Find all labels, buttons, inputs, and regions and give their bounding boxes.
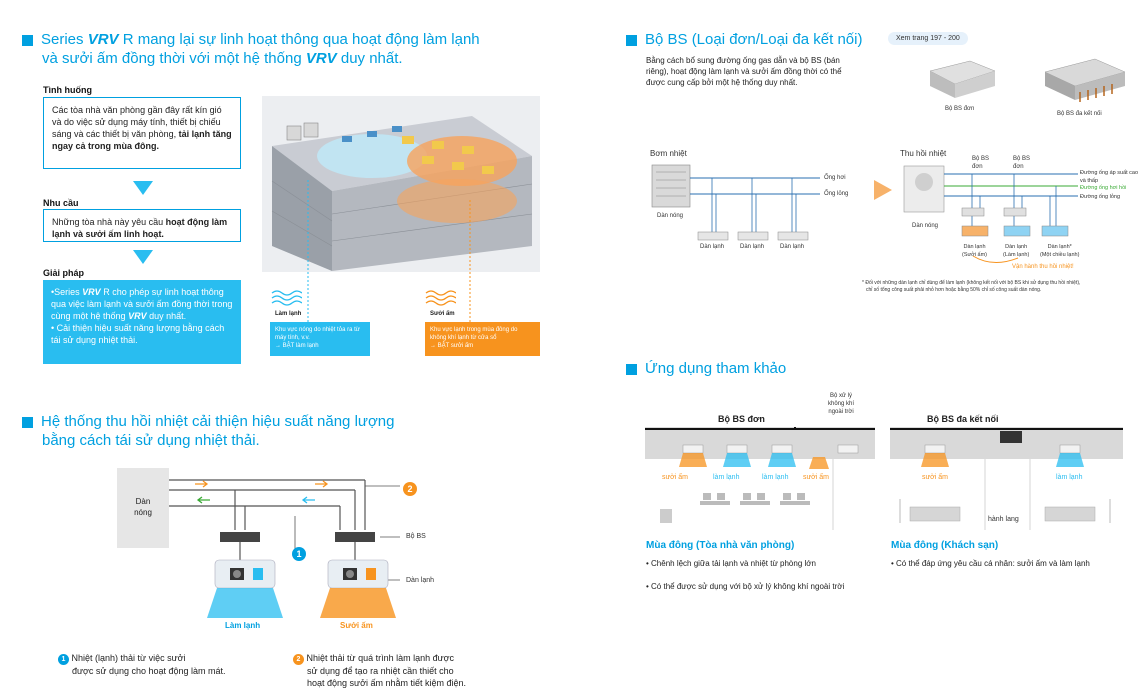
indoor-cool-label: Dàn lạnh(Làm lạnh) xyxy=(1003,244,1030,258)
heat-pump-diagram xyxy=(651,164,820,241)
bullet-square-icon xyxy=(626,34,637,46)
page-ref-badge: Xem trang 197 - 200 xyxy=(888,32,968,45)
office-cool-label-2: làm lạnh xyxy=(762,474,789,481)
hotel-bs-multi-label: Bộ BS đa kết nối xyxy=(927,414,999,424)
bs-multi-label: Bộ BS đa kết nối xyxy=(1057,111,1102,117)
cool-label: Làm lạnh xyxy=(275,311,302,317)
office-bs-single-label: Bộ BS đơn xyxy=(718,414,765,424)
heat-note: Khu vực lạnh trong mùa đông do không khí… xyxy=(425,322,540,356)
arrow-right-icon xyxy=(874,180,892,200)
bullet-square-icon xyxy=(22,416,33,428)
bullet-square-icon xyxy=(22,34,33,46)
number-1-icon: 1 xyxy=(292,544,306,562)
office-bullet-2: • Có thể được sử dụng với bộ xử lý không… xyxy=(646,582,845,591)
arrow-down-icon xyxy=(133,181,153,195)
cool-mode-label: Làm lạnh xyxy=(225,621,261,630)
heat-wave-icon xyxy=(425,290,456,306)
bs-callout-label: Bộ BS xyxy=(406,533,426,540)
hotel-scene xyxy=(890,427,1123,530)
cool-wave-icon xyxy=(271,290,302,306)
cool-note: Khu vực nóng do nhiệt tỏa ra từ máy tính… xyxy=(270,322,370,356)
hotel-bullet-1: • Có thể đáp ứng yêu cầu cá nhân: sưởi ấ… xyxy=(891,559,1090,568)
callout-lines xyxy=(307,180,471,322)
hotel-cool-label: làm lạnh xyxy=(1056,474,1083,481)
note-2: 2 Nhiệt thải từ quá trình làm lạnh được … xyxy=(293,652,513,689)
solution-box: •Series VRV R cho phép sự linh hoạt thôn… xyxy=(43,280,241,364)
bs-multi-image xyxy=(1044,58,1126,102)
solution-label: Giải pháp xyxy=(43,268,85,278)
heat-pump-label: Bơm nhiệt xyxy=(650,149,687,158)
office-bullet-1: • Chênh lệch giữa tải lạnh và nhiệt từ p… xyxy=(646,559,816,568)
situation-label: Tình huống xyxy=(43,85,92,95)
outdoor-label-hr: Dàn nóng xyxy=(912,223,939,229)
recovery-note: Vận hành thu hồi nhiệt! xyxy=(1012,264,1074,270)
section-title-bs: Bộ BS (Loại đơn/Loại đa kết nối) xyxy=(626,30,862,49)
needs-label: Nhu cầu xyxy=(43,198,79,208)
heat-label: Sưởi ấm xyxy=(430,311,455,317)
pipe-hot-label: Đường ống hơi hồi xyxy=(1080,185,1127,191)
indoor-unit-cooling xyxy=(207,559,283,618)
number-2-icon: 2 xyxy=(403,479,417,497)
office-heat-label-2: sưởi ấm xyxy=(803,474,830,481)
indoor-label-2: Dàn lạnh xyxy=(740,244,765,250)
indoor-heat-label: Dàn lạnh(Sưởi ấm) xyxy=(962,244,988,258)
office-heat-label-1: sưởi ấm xyxy=(662,474,689,481)
indoor-unit-heating xyxy=(320,559,396,618)
office-cool-label-1: làm lạnh xyxy=(713,474,740,481)
bs-single-image xyxy=(929,60,996,98)
footnote: * Đối với những dàn lạnh chỉ dùng để làm… xyxy=(862,280,1081,293)
building-illustration xyxy=(262,96,540,272)
section-title-applications: Ứng dụng tham khảo xyxy=(626,359,786,378)
indoor-label-3: Dàn lạnh xyxy=(780,244,805,250)
situation-box: Các tòa nhà văn phòng gần đây rất kín gi… xyxy=(43,97,241,169)
pipe-liquid-label: Đường ống lỏng xyxy=(1080,194,1121,200)
outdoor-label: Dàn nóng xyxy=(657,213,684,219)
indoor-label-1: Dàn lạnh xyxy=(700,244,725,250)
heat-recovery-label: Thu hồi nhiệt xyxy=(900,149,947,158)
bs-description: Bằng cách bổ sung đường ống gas dẫn và b… xyxy=(646,56,842,87)
arrow-down-icon xyxy=(133,250,153,264)
hotel-title: Mùa đông (Khách sạn) xyxy=(891,540,999,551)
section-title-vrv: Series VRV R mang lại sự linh hoạt thông… xyxy=(22,30,492,68)
bs-single-label: Bộ BS đơn xyxy=(945,106,975,112)
heat-recovery-diagram xyxy=(169,479,400,581)
hotel-heat-label: sưởi ấm xyxy=(922,474,949,481)
section-title-heat-recovery: Hệ thống thu hồi nhiệt cải thiện hiệu su… xyxy=(22,412,492,450)
heat-recovery-system-diagram xyxy=(903,165,1078,263)
office-title: Mùa đông (Tòa nhà văn phòng) xyxy=(646,540,795,551)
bullet-square-icon xyxy=(626,363,637,375)
needs-box: Những tòa nhà này yêu cầu hoạt động làm … xyxy=(43,209,241,242)
liquid-pipe-label: Ống lỏng xyxy=(824,191,849,197)
office-scene xyxy=(645,427,875,530)
indoor-one-label: Dàn lạnh*(Một chiều lạnh) xyxy=(1040,244,1080,258)
note-1: 1 Nhiệt (lạnh) thải từ việc sưởi được sử… xyxy=(58,652,278,677)
corridor-label: hành lang xyxy=(988,516,1019,523)
heat-mode-label: Sưởi ấm xyxy=(340,621,373,630)
gas-pipe-label: Ống hơi xyxy=(824,175,846,181)
indoor-callout-label: Dàn lạnh xyxy=(406,577,435,584)
